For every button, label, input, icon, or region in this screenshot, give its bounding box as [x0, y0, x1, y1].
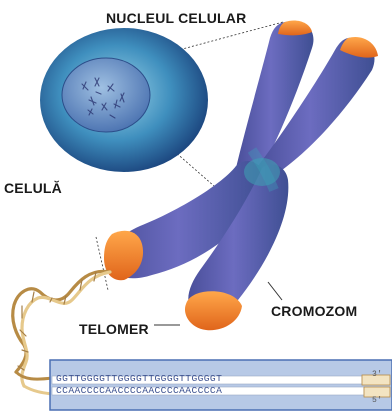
label-chromosome: CROMOZOM	[271, 303, 357, 319]
dna-bottom-strand: CCAACCCCAACCCCAACCCCAACCCCA	[56, 385, 366, 396]
cell-nucleus	[62, 58, 150, 132]
cell	[40, 28, 208, 172]
telomere-cap-bottom-right	[185, 291, 242, 330]
dna-top-end-label: 3'	[372, 370, 382, 379]
label-nucleus: NUCLEUL CELULAR	[106, 10, 246, 26]
label-cell: CELULĂ	[4, 180, 62, 196]
dna-top-strand: GGTTGGGGTTGGGGTTGGGGTTGGGGT	[56, 373, 366, 384]
dna-bottom-end-label: 5'	[372, 396, 382, 405]
label-telomere: TELOMER	[79, 321, 149, 337]
